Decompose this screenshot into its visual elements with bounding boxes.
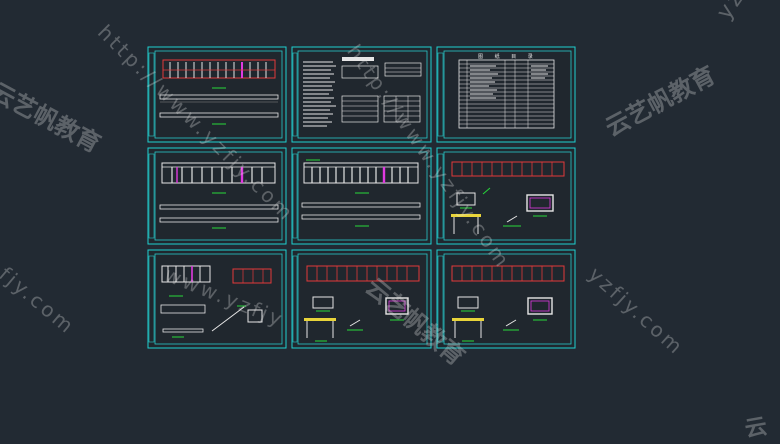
sheet-6[interactable]	[436, 147, 576, 245]
sheet-1[interactable]	[147, 46, 287, 143]
sheet-3[interactable]: 图 纸 目 录	[436, 46, 576, 143]
sheet-4[interactable]	[147, 147, 287, 245]
index-title: 图 纸 目 录	[478, 53, 538, 60]
sheet-8[interactable]	[291, 249, 432, 349]
sheet-7[interactable]	[147, 249, 287, 349]
sheet-2[interactable]	[291, 46, 432, 143]
sheet-9[interactable]	[436, 249, 576, 349]
sheet-5[interactable]	[291, 147, 432, 245]
